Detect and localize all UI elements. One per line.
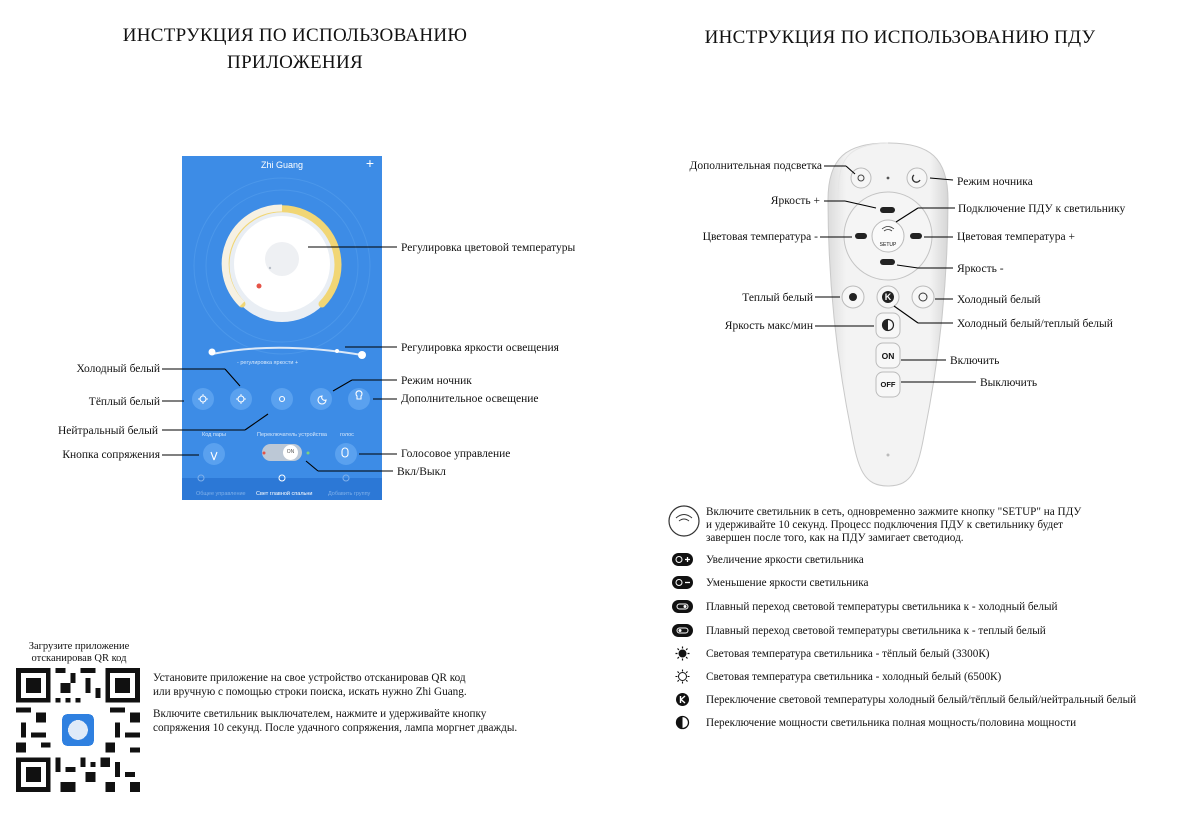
legend-text: Плавный переход световой температуры све… — [706, 625, 1046, 637]
cold-white-button — [911, 285, 935, 309]
on-button-label[interactable]: ON — [881, 351, 895, 361]
callout-turn-off: Выключить — [980, 377, 1038, 389]
k-switch-icon — [676, 693, 689, 706]
setup-line3: завершен после того, как на ПДУ замигает… — [706, 532, 964, 544]
switch-caption: Переключатель устройства — [257, 432, 327, 438]
callout-extra-light: Дополнительное освещение — [401, 393, 539, 405]
add-device-icon[interactable]: + — [365, 156, 374, 171]
callout-on-off: Вкл/Выкл — [397, 466, 446, 478]
callout-turn-on: Включить — [950, 355, 1000, 367]
install-line1: Установите приложение на свое устройство… — [153, 672, 466, 684]
callout-brightness: Регулировка яркости освещения — [401, 342, 559, 354]
brightness-plus-icon — [672, 553, 693, 566]
callout-neutral-white: Нейтральный белый — [57, 425, 158, 437]
bottom-tab-bar: Общее управление Свет главной спальни До… — [182, 478, 382, 500]
callout-voice-control: Голосовое управление — [401, 448, 511, 460]
app-install-text: Установите приложение на свое устройство… — [153, 671, 517, 735]
legend-text: Переключение мощности светильника полная… — [706, 717, 1077, 729]
app-name: Zhi Guang — [260, 160, 304, 170]
tab-add-group[interactable]: Добавить группу — [328, 491, 371, 497]
half-moon-icon — [675, 715, 690, 730]
legend-text: Уменьшение яркости светильника — [706, 577, 869, 589]
callout-night-mode: Режим ночник — [401, 375, 472, 387]
callout-color-temp: Регулировка цветовой температуры — [401, 242, 576, 254]
phone-icons — [162, 246, 397, 482]
off-button — [875, 371, 901, 398]
callout-warm-white-remote: Теплый белый — [742, 292, 813, 304]
pair-line2: сопряжения 10 секунд. После удачного соп… — [153, 722, 518, 734]
legend-text: Увеличение яркости светильника — [706, 554, 864, 566]
callout-night-mode-remote: Режим ночника — [957, 176, 1033, 188]
temp-to-cold-icon — [672, 600, 693, 613]
temp-to-warm-icon — [672, 624, 693, 637]
power-switch-knob: ON — [283, 445, 298, 460]
callout-extra-backlight: Дополнительная подсветка — [689, 160, 822, 172]
callout-cold-white: Холодный белый — [76, 363, 160, 375]
power-switch[interactable]: ON — [262, 444, 302, 461]
setup-icon — [668, 505, 700, 537]
mode-warm-button[interactable] — [230, 388, 252, 410]
qr-caption-line2: отсканировав QR код — [31, 653, 127, 664]
backlight-button — [850, 167, 872, 189]
mode-night-button[interactable] — [310, 388, 332, 410]
pair-line1: Включите светильник выключателем, нажмит… — [153, 708, 487, 720]
callout-warm-white: Тёплый белый — [88, 396, 160, 408]
tab-general[interactable]: Общее управление — [196, 491, 246, 497]
app-instruction-title: ИНСТРУКЦИЯ ПО ИСПОЛЬЗОВАНИЮ ПРИЛОЖЕНИЯ — [40, 22, 550, 76]
setup-button — [871, 219, 905, 253]
callout-brightness-max-min: Яркость макс/мин — [724, 320, 813, 332]
setup-paragraph: Включите светильник в сеть, одновременно… — [706, 506, 1081, 545]
legend-text: Световая температура светильника - холод… — [706, 671, 1002, 683]
setup-line2: и удерживайте 10 секунд. Процесс подключ… — [706, 519, 1064, 531]
callout-brightness-minus: Яркость - — [957, 263, 1004, 275]
callout-color-temp-plus: Цветовая температура + — [957, 231, 1076, 243]
voice-caption: голос — [340, 432, 354, 438]
pair-button[interactable] — [203, 443, 225, 465]
qr-caption: Загрузите приложение отсканировав QR код — [18, 641, 140, 665]
install-line2: или вручную с помощью строки поиска, иск… — [153, 686, 467, 698]
mode-cold-button[interactable] — [192, 388, 214, 410]
callout-pair-button: Кнопка сопряжения — [62, 449, 160, 461]
qr-caption-line1: Загрузите приложение — [28, 641, 130, 652]
tab-bedroom[interactable]: Свет главной спальни — [256, 491, 313, 497]
cold-sun-icon — [675, 669, 690, 684]
legend-text: Световая температура светильника - тёплы… — [706, 648, 990, 660]
callout-cold-white-remote: Холодный белый — [957, 294, 1041, 306]
voice-button[interactable] — [335, 443, 357, 465]
callout-brightness-plus: Яркость + — [770, 195, 820, 207]
phone-screenshot: Zhi Guang + - регулировка яркости + Код … — [182, 156, 382, 500]
mode-neutral-button[interactable] — [271, 388, 293, 410]
callout-connect-remote: Подключение ПДУ к светильнику — [958, 203, 1126, 215]
app-title-line2: ПРИЛОЖЕНИЯ — [227, 52, 363, 73]
pair-caption: Код пары — [202, 432, 226, 438]
callout-color-temp-minus: Цветовая температура - — [702, 231, 818, 243]
setup-line1: Включите светильник в сеть, одновременно… — [706, 506, 1082, 518]
night-mode-button — [906, 167, 928, 189]
legend-text: Переключение световой температуры холодн… — [706, 694, 1137, 706]
brightness-minus-icon — [672, 576, 693, 589]
on-button — [875, 342, 901, 369]
setup-button-label: SETUP — [879, 242, 897, 248]
warm-sun-icon — [675, 646, 690, 661]
off-button-label[interactable]: OFF — [880, 380, 896, 389]
qr-code[interactable] — [16, 668, 140, 792]
phone-graphics — [193, 177, 371, 359]
brightness-caption: - регулировка яркости + — [237, 360, 299, 366]
legend-text: Плавный переход световой температуры све… — [706, 601, 1058, 613]
k-button-label[interactable]: K — [884, 292, 892, 302]
callout-cold-warm: Холодный белый/теплый белый — [957, 318, 1113, 330]
app-title-line1: ИНСТРУКЦИЯ ПО ИСПОЛЬЗОВАНИЮ — [122, 25, 468, 46]
remote-instruction-title: ИНСТРУКЦИЯ ПО ИСПОЛЬЗОВАНИЮ ПДУ — [704, 27, 1096, 48]
